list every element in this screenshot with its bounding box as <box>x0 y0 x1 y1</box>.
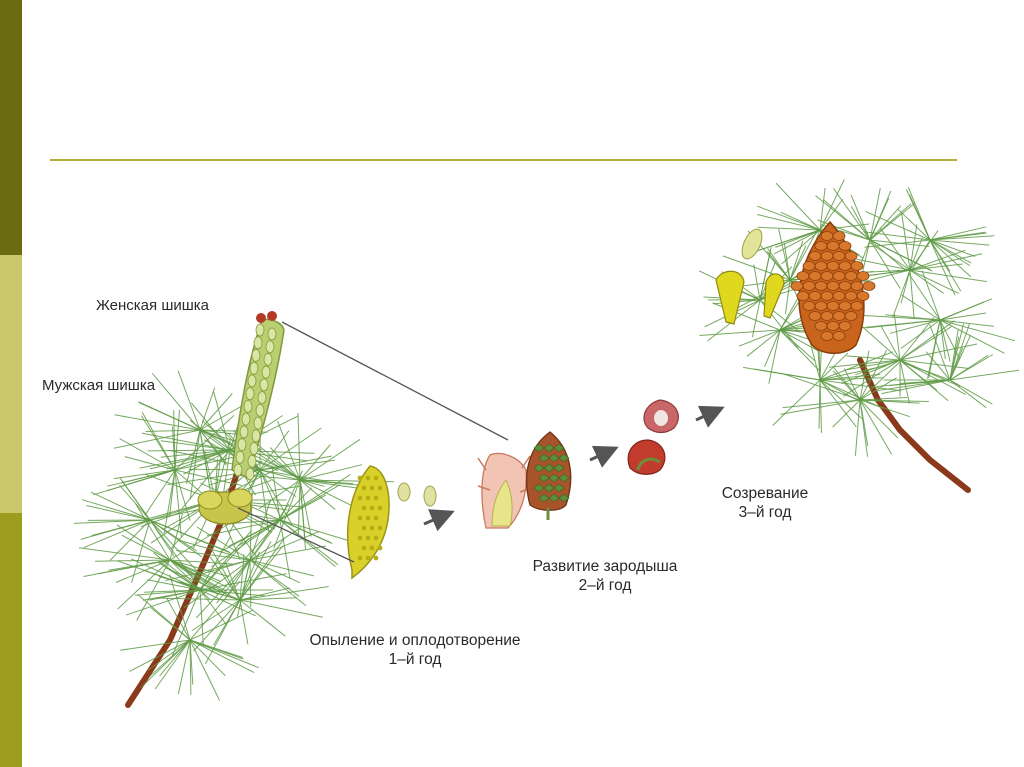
young-shoot <box>231 318 285 481</box>
stage-caption-year3: Созревание 3–й год <box>710 484 820 522</box>
side-bar-dark-segment <box>0 0 22 255</box>
seed-scale-top <box>643 399 679 434</box>
seed-with-wing-2 <box>715 270 745 325</box>
stage-year: 2–й год <box>578 577 632 594</box>
stage-year: 3–й год <box>738 504 792 521</box>
stage-title: Опыление и оплодотворение <box>309 632 521 649</box>
connector-line-male <box>237 507 355 563</box>
male-cone-label: Мужская шишка <box>42 377 156 394</box>
stage-title: Развитие зародыша <box>532 558 678 575</box>
pollen-grain-2 <box>423 485 437 507</box>
female-cone-small <box>256 311 277 323</box>
mature-cone <box>790 220 876 354</box>
stage-title: Созревание <box>721 485 809 502</box>
side-bar-light-segment <box>0 255 22 513</box>
stage-year: 1–й год <box>388 651 442 668</box>
male-cone-cluster <box>197 488 253 525</box>
pollen-grain-1 <box>397 482 411 502</box>
cone-section-year2 <box>477 452 533 529</box>
stage-caption-year2: Развитие зародыша 2–й год <box>505 557 705 595</box>
side-bar-olive-segment <box>0 513 22 767</box>
slide-side-bar <box>0 0 22 767</box>
pine-branch-year1 <box>73 311 395 708</box>
title-divider-line <box>50 159 957 161</box>
pine-branch-year3 <box>698 179 1020 493</box>
cone-year2 <box>525 431 572 520</box>
connector-line-female <box>281 321 509 441</box>
seed-scale-bottom <box>627 439 666 475</box>
seed-with-wing-3 <box>763 273 785 319</box>
stage-caption-year1: Опыление и оплодотворение 1–й год <box>272 631 558 669</box>
arrow-icon <box>589 445 619 468</box>
arrow-icon <box>423 509 455 532</box>
female-cone-label: Женская шишка <box>96 297 209 314</box>
arrow-icon <box>695 405 725 428</box>
male-cone-enlarged <box>346 465 390 580</box>
seed-with-wing-1 <box>741 228 763 260</box>
